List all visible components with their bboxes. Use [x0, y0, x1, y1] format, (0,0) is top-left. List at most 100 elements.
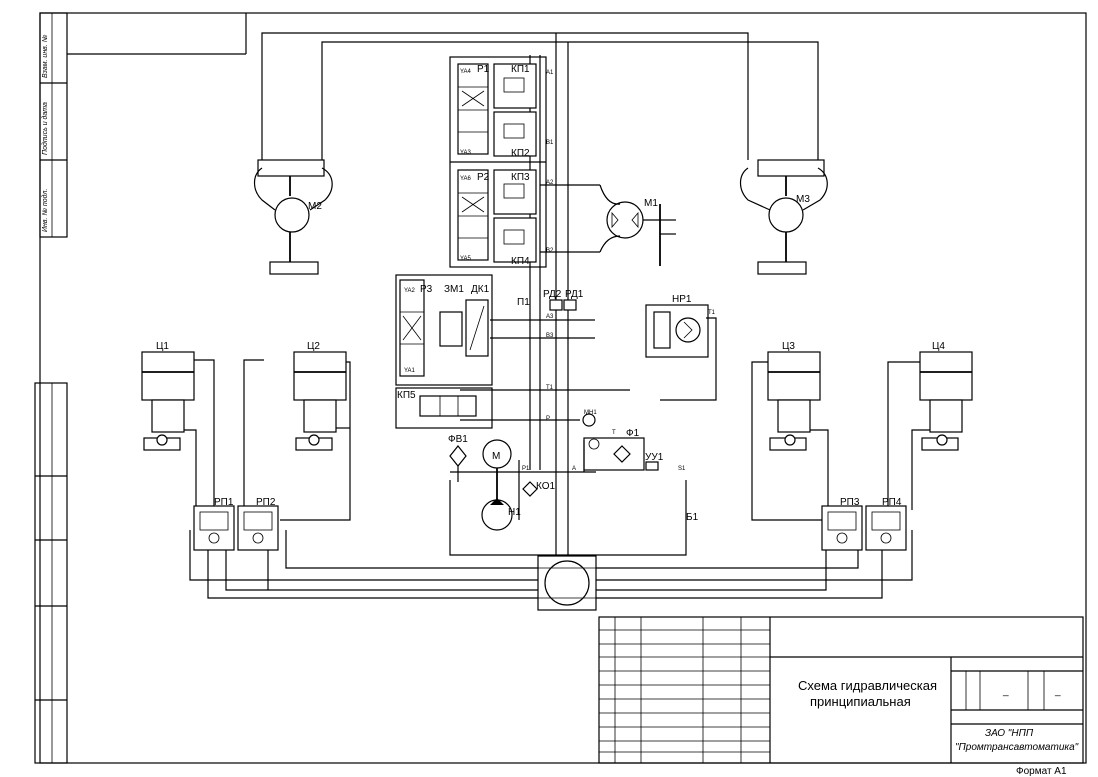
title-line2: принципиальная	[810, 694, 911, 709]
label-c1: Ц1	[156, 341, 169, 352]
port-b1: В1	[546, 140, 554, 146]
relief-kp4	[493, 217, 537, 263]
motor-m2	[274, 197, 310, 233]
rp-valves	[193, 505, 907, 551]
tank-b1	[449, 480, 687, 556]
label-kp1: КП1	[511, 64, 530, 75]
side-stamp-field3: Инв. № подл.	[41, 189, 49, 232]
relief-kp3	[493, 169, 537, 215]
side-stamp-field2: Подпись и дата	[41, 102, 49, 155]
port-ya5: YA5	[460, 256, 472, 262]
port-a3: А3	[546, 314, 554, 320]
valve-p1	[457, 63, 489, 155]
valve-block-p3	[395, 274, 493, 386]
pressure-relays	[549, 299, 577, 311]
cylinder-c4	[919, 351, 973, 451]
label-m1: М1	[644, 198, 658, 209]
title-block: Схема гидравлическая принципиальная ЗАО …	[598, 616, 1084, 764]
motor-m1-group	[599, 184, 676, 266]
pump-station	[449, 413, 687, 556]
label-rd2: РД2	[543, 289, 562, 300]
label-c3: Ц3	[782, 341, 795, 352]
label-np1: НР1	[672, 294, 692, 305]
port-b3: В3	[546, 333, 554, 339]
manometer-mn1	[582, 413, 596, 427]
port-p1: Р1	[522, 466, 530, 472]
title-dash1: _	[1002, 686, 1009, 697]
relief-kp5-group	[395, 387, 493, 429]
label-rp1: РП1	[214, 497, 234, 508]
pump-np1	[675, 317, 701, 343]
check-valve-ko1	[522, 481, 538, 497]
relief-kp5	[419, 395, 477, 417]
label-rp2: РП2	[256, 497, 276, 508]
side-stamp-field1: Взам. инв. №	[42, 34, 49, 78]
port-b2: В2	[546, 248, 554, 254]
level-gauge-uu1	[645, 461, 659, 471]
port-ya1: YA1	[404, 368, 416, 374]
label-motor: М	[492, 451, 500, 462]
filter-fv1	[449, 445, 467, 467]
label-n1: Н1	[508, 507, 521, 518]
label-p1: Р1	[477, 64, 490, 75]
port-p: Р	[546, 416, 550, 422]
port-labels: А1 В1 А2 В2 А3 В3 Т1 Р Р1 А S1 Т1 Т YA4 …	[404, 69, 716, 472]
label-p2: Р2	[477, 172, 490, 183]
valve-np1	[653, 311, 671, 349]
label-c2: Ц2	[307, 341, 320, 352]
cylinder-c1	[141, 351, 195, 451]
label-f1: Ф1	[626, 428, 640, 439]
relief-kp2	[493, 111, 537, 157]
label-pn1: П1	[517, 297, 530, 308]
side-stamp: Взам. инв. № Подпись и дата Инв. № подл.	[41, 34, 49, 232]
cylinder-c3	[767, 351, 821, 451]
port-ya2: YA2	[404, 288, 416, 294]
label-m2: М2	[308, 201, 322, 212]
port-ya4: YA4	[460, 69, 472, 75]
label-uu1: УУ1	[645, 452, 664, 463]
filter-f1	[613, 445, 631, 463]
label-m3: М3	[796, 194, 810, 205]
port-t1-np: Т1	[708, 310, 716, 316]
label-zm1: ЗМ1	[444, 284, 464, 295]
drawing-frame	[34, 12, 1087, 764]
valve-block-p1-p2	[449, 56, 547, 268]
valve-p2	[457, 169, 489, 261]
lock-zm1	[439, 311, 463, 347]
port-ya3: YA3	[460, 150, 472, 156]
label-kp3: КП3	[511, 172, 530, 183]
port-a: А	[572, 466, 576, 472]
label-mn1: МН1	[584, 410, 597, 416]
label-rp4: РП4	[882, 497, 902, 508]
motor-m3-group	[739, 159, 828, 275]
format-label: Формат А1	[1016, 766, 1067, 777]
rotary-joint	[537, 555, 597, 611]
port-ya6: YA6	[460, 176, 472, 182]
label-rd1: РД1	[565, 289, 584, 300]
port-s1: S1	[678, 466, 686, 472]
label-p3: Р3	[420, 284, 433, 295]
port-t: Т	[612, 430, 616, 436]
port-t1: Т1	[546, 385, 554, 391]
component-labels: М1 М2 М3 М Ц1 Ц2 Ц3 Ц4 Р1 Р2 Р3 КП1 КП2 …	[156, 64, 945, 523]
port-a1: А1	[546, 70, 554, 76]
label-kp5: КП5	[397, 390, 416, 401]
company-line2: "Промтрансавтоматика"	[955, 742, 1079, 753]
label-dk1: ДК1	[471, 284, 490, 295]
title-dash2: _	[1054, 686, 1061, 697]
port-a2: А2	[546, 180, 554, 186]
label-rp3: РП3	[840, 497, 860, 508]
label-ko1: КО1	[536, 481, 555, 492]
cylinder-c2	[293, 351, 347, 451]
label-fv1: ФВ1	[448, 434, 468, 445]
relief-kp1	[493, 63, 537, 109]
label-c4: Ц4	[932, 341, 945, 352]
title-line1: Схема гидравлическая	[798, 678, 937, 693]
filter-f1-box	[583, 437, 645, 471]
label-kp4: КП4	[511, 256, 530, 267]
motor-m2-group	[253, 159, 333, 275]
company-line1: ЗАО "НПП	[985, 728, 1034, 739]
label-b1: Б1	[686, 512, 699, 523]
np1-group	[645, 304, 709, 358]
